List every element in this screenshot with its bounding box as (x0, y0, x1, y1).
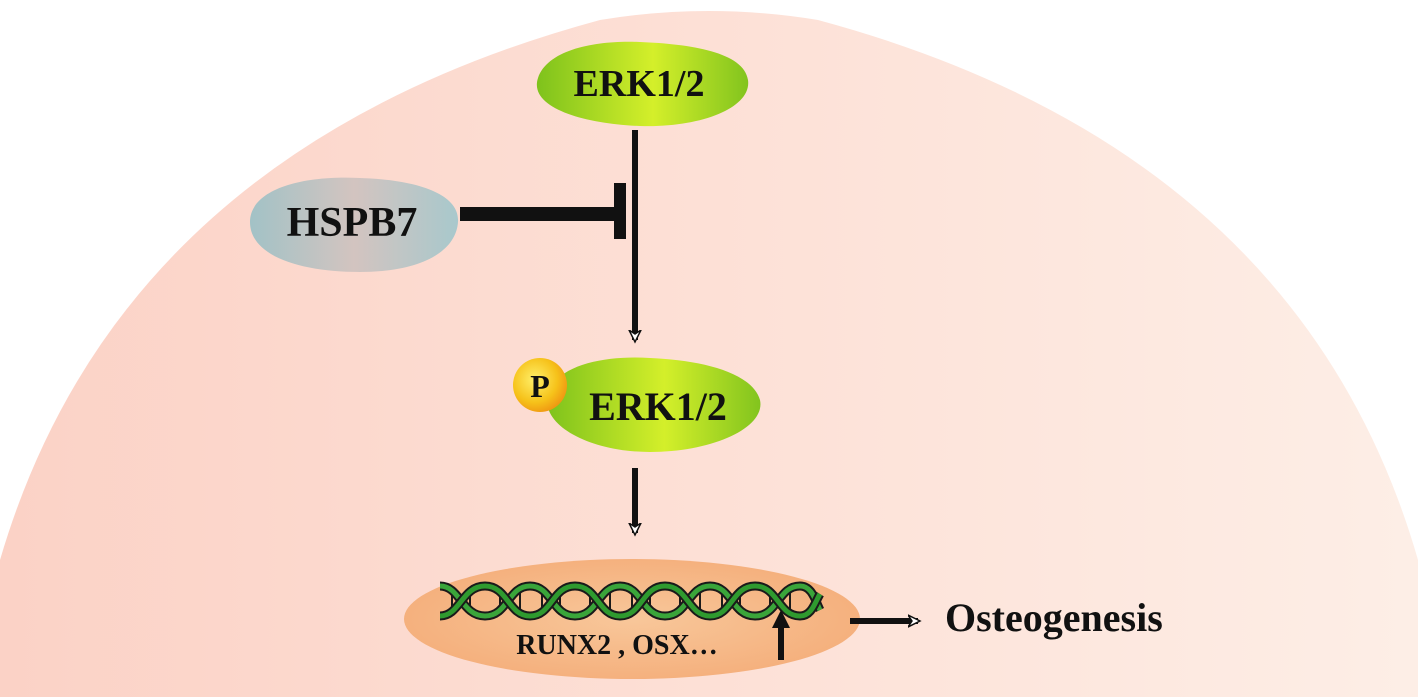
hspb7-label: HSPB7 (287, 200, 418, 246)
inhibition-hspb7 (460, 183, 626, 239)
dna-helix-icon (439, 581, 825, 621)
phosphate-label: P (530, 368, 550, 404)
erk-label-top: ERK1/2 (574, 63, 705, 105)
outcome-label: Osteogenesis (945, 595, 1163, 640)
gene-label: RUNX2 , OSX… (516, 630, 717, 661)
upregulation-arrow-icon (772, 610, 790, 660)
erk-label-phospho: ERK1/2 (589, 384, 727, 429)
hspb7-node: HSPB7 (250, 177, 459, 272)
phosphate-badge: P (513, 358, 567, 412)
erk-node-phospho: ERK1/2 (547, 357, 761, 452)
erk-node-top: ERK1/2 (536, 41, 749, 127)
